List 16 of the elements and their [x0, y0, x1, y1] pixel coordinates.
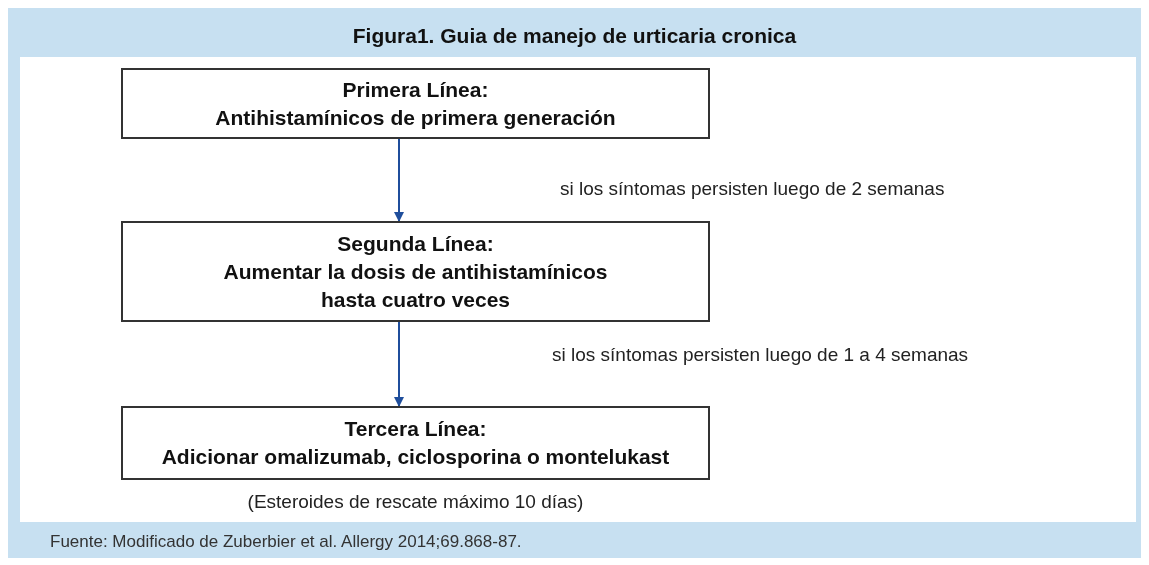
box-heading: Tercera Línea: [344, 416, 487, 442]
box-text: Antihistamínicos de primera generación [214, 104, 617, 131]
source-note: Fuente: Modificado de Zuberbier et al. Allergy 2014;69.868-87. [50, 531, 522, 553]
process-box [121, 406, 710, 480]
arrow [394, 321, 404, 407]
box-text: Adicionar omalizumab, ciclosporina o montelukast [160, 444, 671, 470]
process-box [121, 68, 710, 139]
box-heading: Primera Línea: [342, 76, 489, 103]
condition-note: si los síntomas persisten luego de 2 semanas [560, 177, 945, 201]
figure-title: Figura1. Guia de manejo de urticaria cronica [351, 23, 798, 49]
note-text: (Esteroides de rescate máximo 10 días) [246, 490, 585, 514]
box-heading: Segunda Línea: [337, 230, 494, 257]
arrow [394, 138, 404, 222]
box-text: Aumentar la dosis de antihistamínicos hasta cuatro veces [222, 258, 609, 313]
condition-note: si los síntomas persisten luego de 1 a 4 semanas [552, 343, 969, 367]
process-box [121, 221, 710, 322]
